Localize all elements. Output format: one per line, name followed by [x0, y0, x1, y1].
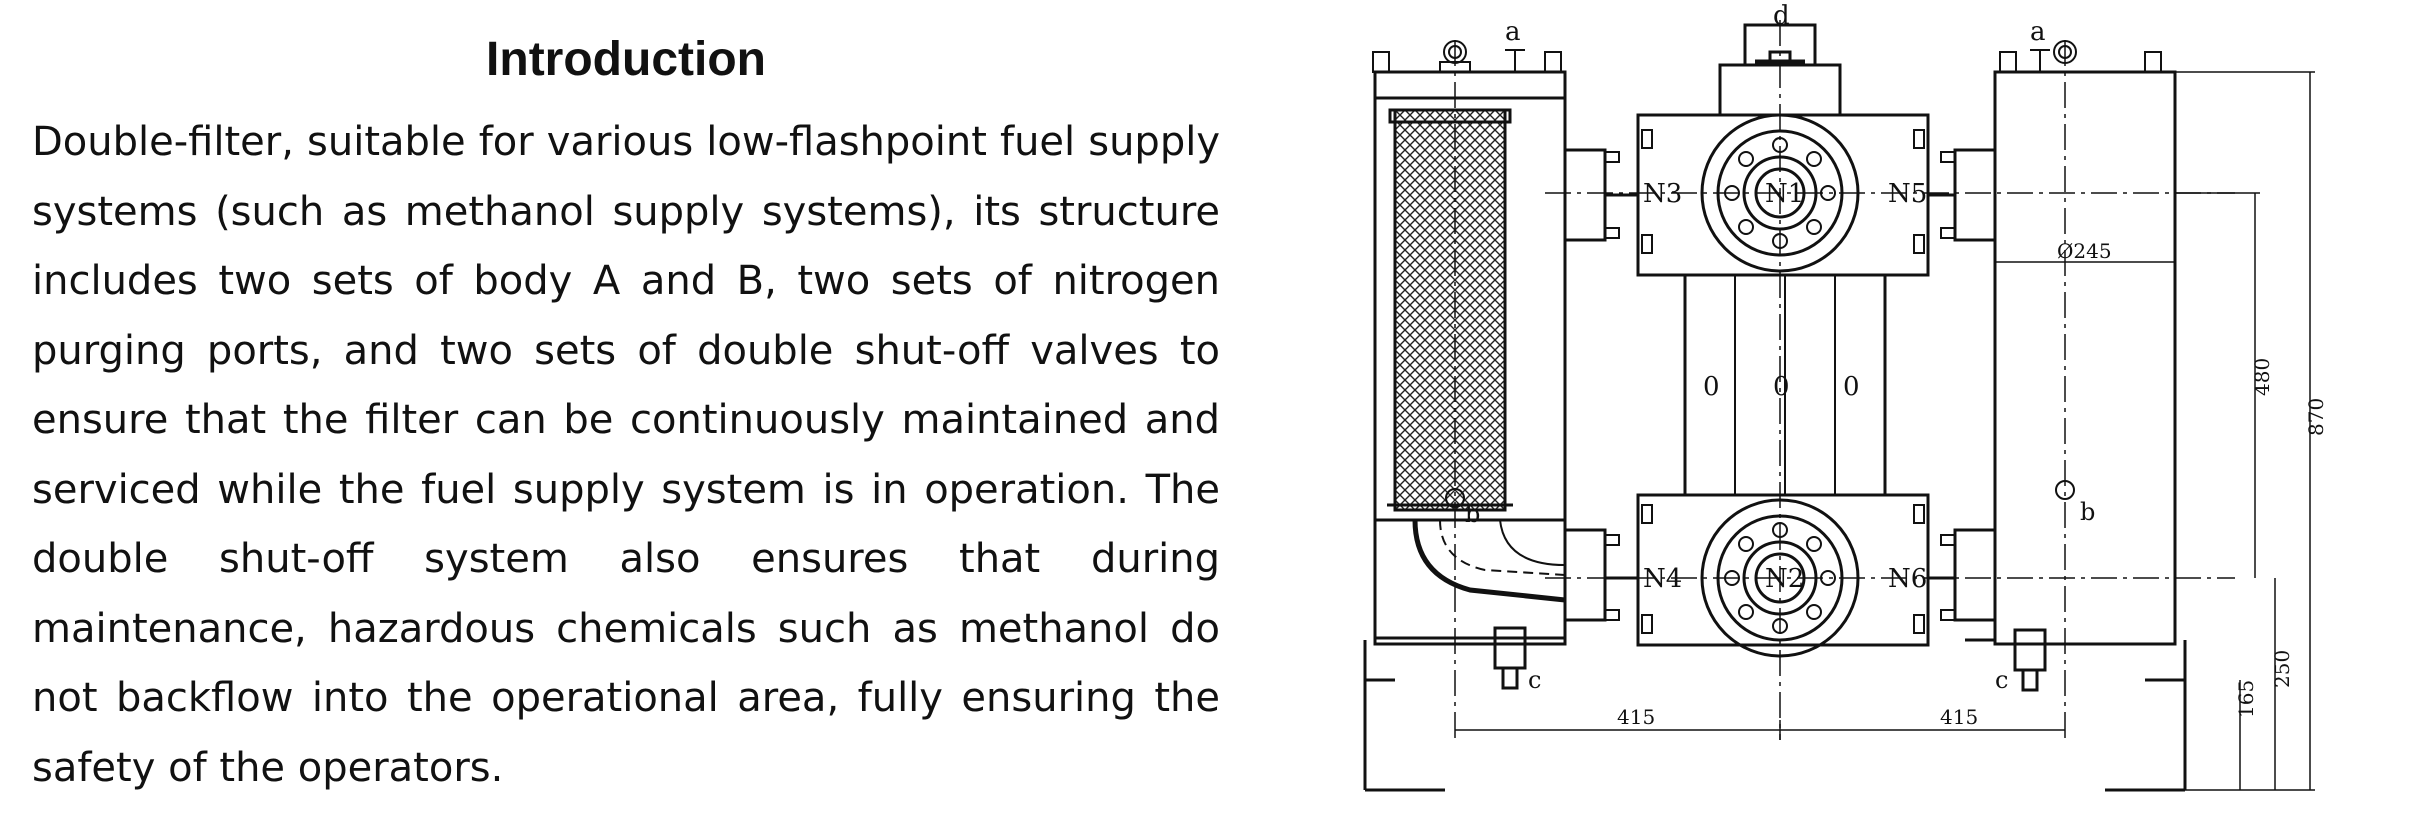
- top-bolts-right: [1999, 40, 2162, 73]
- dim-165: 165: [2234, 680, 2258, 718]
- flange-bolts: [1604, 129, 1956, 634]
- label-n5: N5: [1888, 179, 1927, 209]
- double-filter-drawing: a a d b b c c N1 N2 N3 N4 N5 N6 0 0 0 Ø2…: [1345, 0, 2415, 811]
- centerlines: [1454, 20, 2235, 740]
- label-o2: 0: [1773, 372, 1790, 402]
- section-title: Introduction: [486, 33, 766, 86]
- dim-415-right: 415: [1940, 705, 1978, 729]
- dim-480: 480: [2250, 358, 2274, 396]
- label-n2: N2: [1765, 564, 1804, 594]
- label-c-right: c: [1995, 666, 2008, 694]
- top-bolts-left: [1372, 40, 1566, 99]
- label-n4: N4: [1643, 564, 1682, 594]
- label-n1: N1: [1765, 179, 1804, 209]
- label-o3: 0: [1843, 372, 1860, 402]
- central-manifold: [1636, 23, 1930, 647]
- dimension-lines: [1455, 71, 2315, 791]
- dim-diameter: Ø245: [2057, 239, 2112, 263]
- label-n3: N3: [1643, 179, 1682, 209]
- dim-870: 870: [2304, 398, 2328, 436]
- label-o1: 0: [1703, 372, 1720, 402]
- introduction-paragraph: Double-filter, suitable for various low-…: [32, 119, 1220, 791]
- left-filter-body: [1363, 70, 1567, 792]
- label-b-left: b: [1465, 500, 1480, 528]
- label-a-left: a: [1505, 17, 1521, 47]
- nitrogen-port-markers: [1445, 480, 2075, 508]
- right-filter-body: [1965, 70, 2187, 792]
- label-n6: N6: [1888, 564, 1927, 594]
- introduction-section: Introduction Double-filter, suitable for…: [32, 28, 1220, 798]
- label-c-left: c: [1528, 666, 1541, 694]
- label-d: d: [1773, 1, 1790, 31]
- dim-250: 250: [2270, 650, 2294, 688]
- label-b-right: b: [2080, 498, 2095, 526]
- dim-415-left: 415: [1617, 705, 1655, 729]
- label-a-right: a: [2030, 17, 2046, 47]
